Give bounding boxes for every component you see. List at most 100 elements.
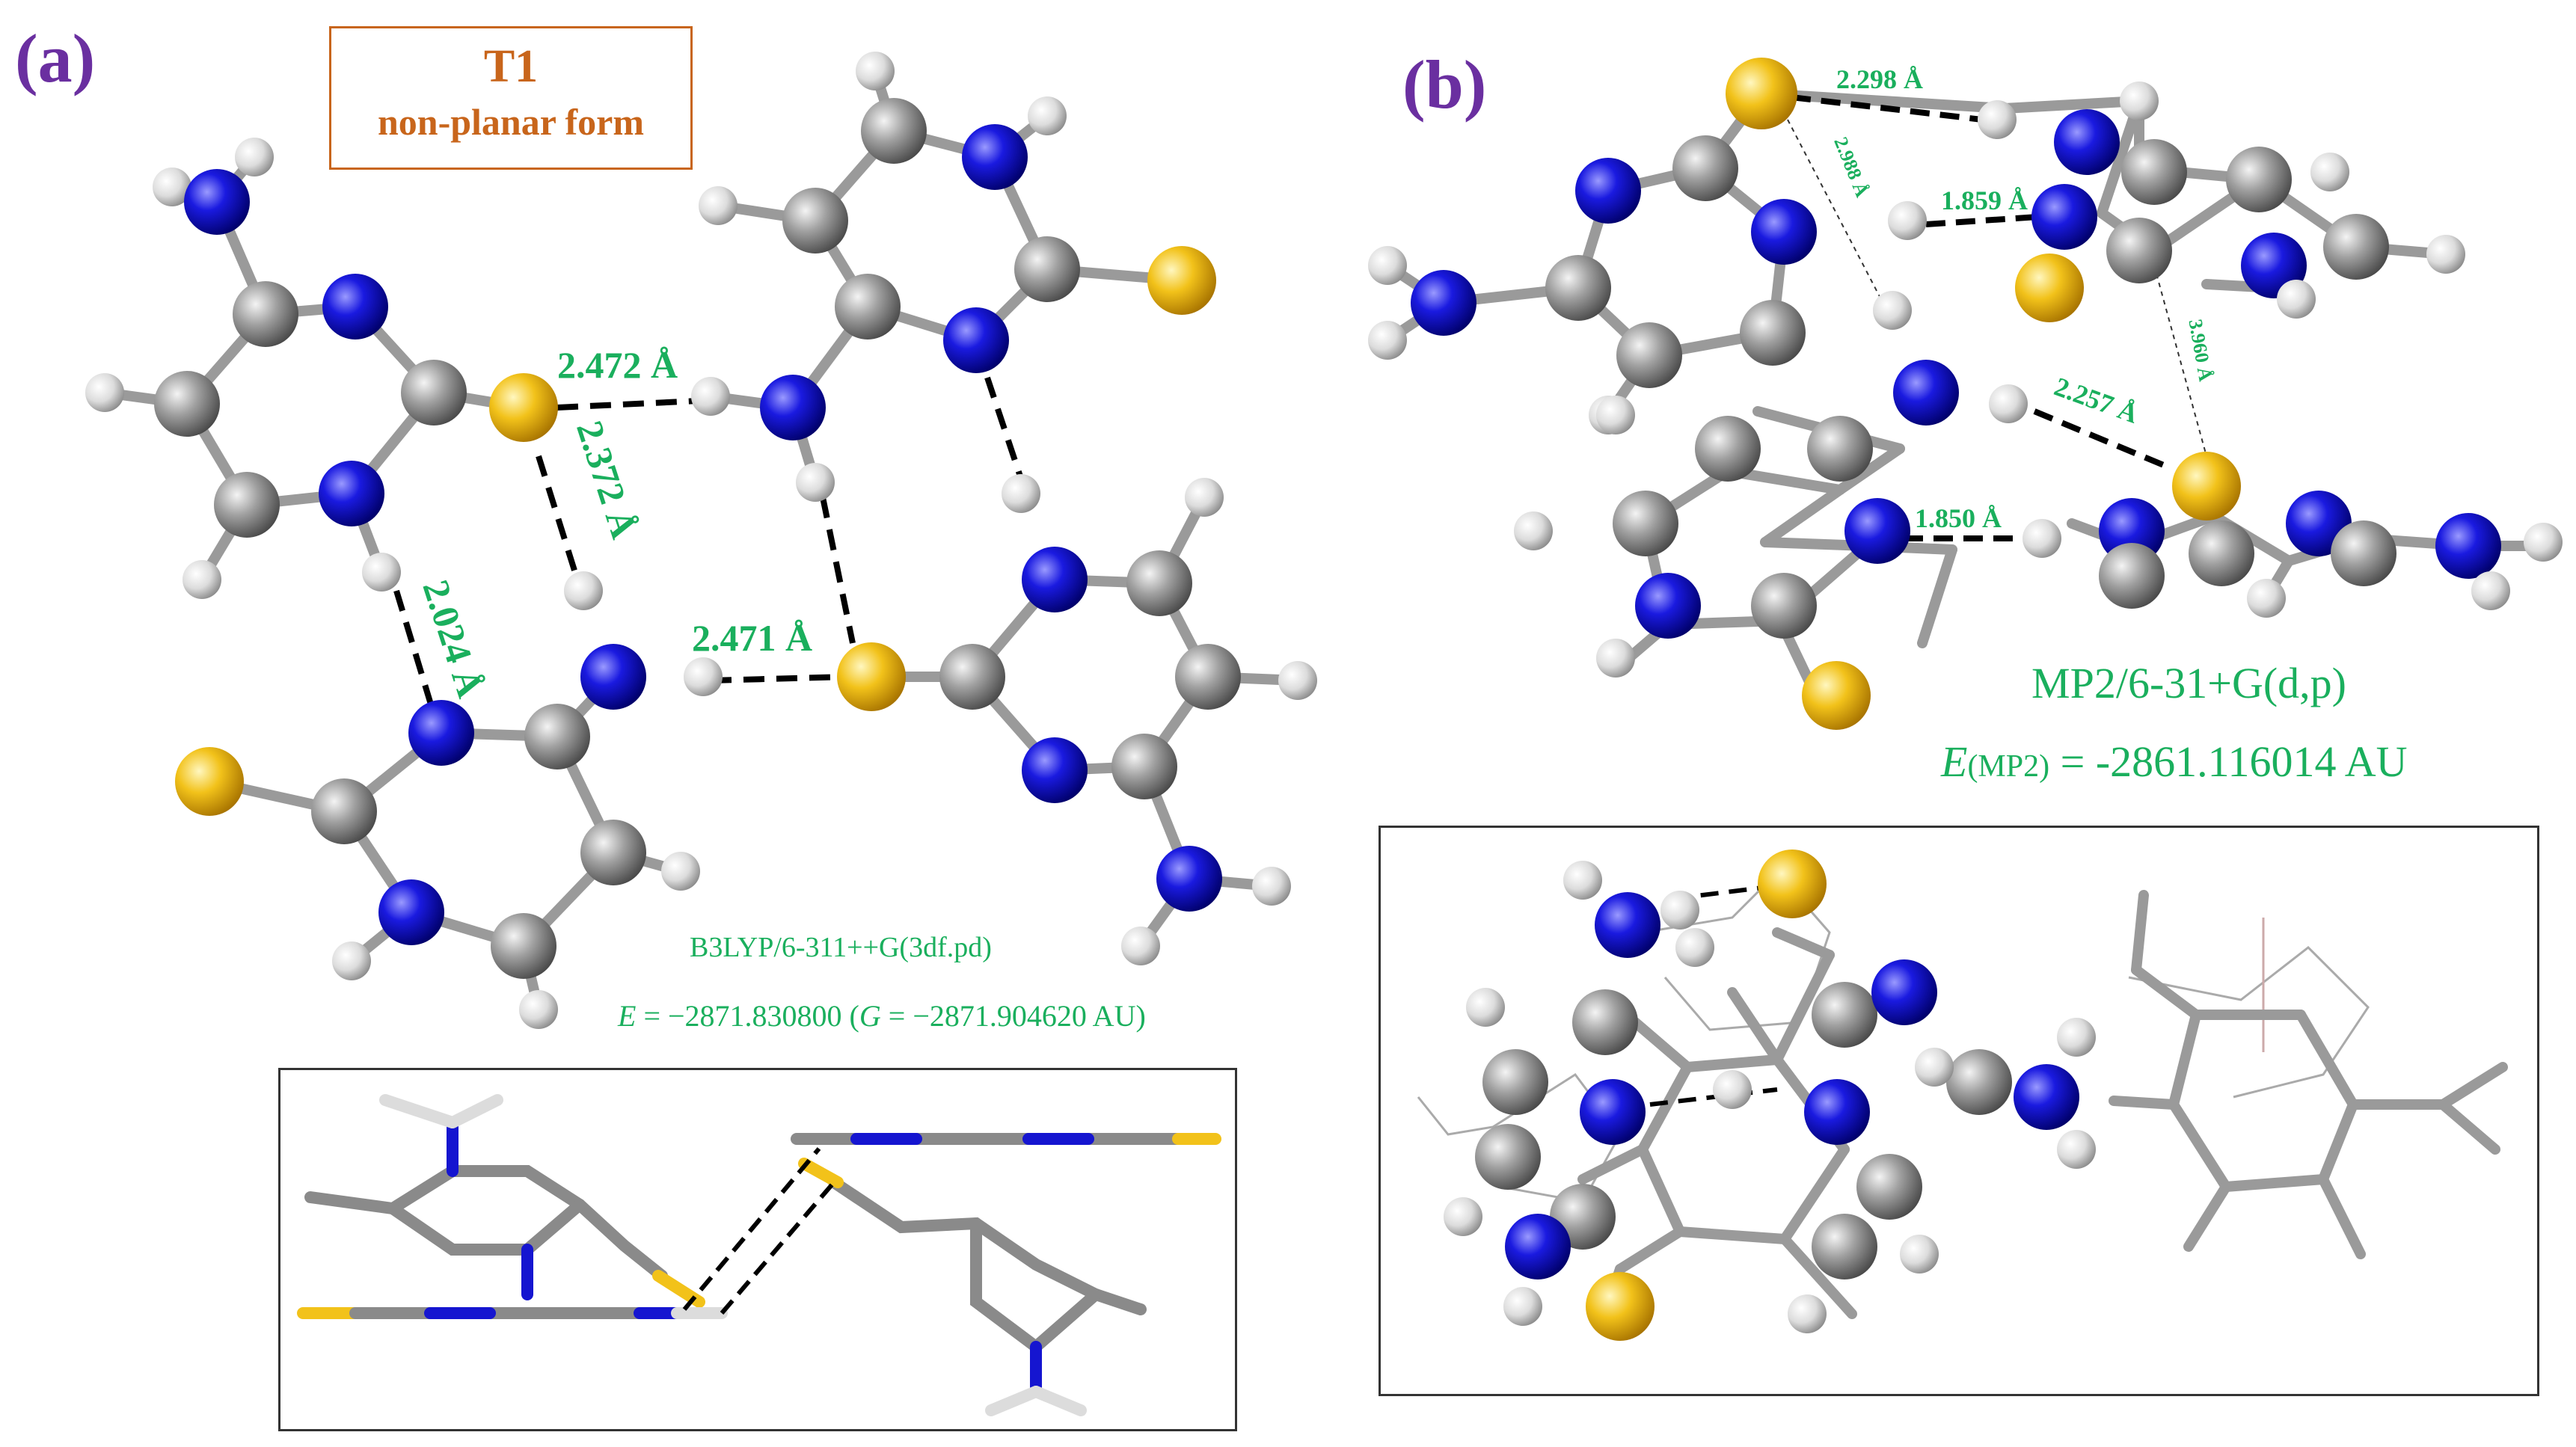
sulfur-atom [175,747,244,816]
hydrogen-atom [1788,1294,1827,1333]
hydrogen-atom [2057,1130,2096,1169]
top-view-drawing [1417,850,2508,1341]
distance-label-b4: 2.257 Å [2050,372,2142,429]
carbon-atom [1616,322,1682,388]
hydrogen-atom [2310,153,2349,191]
hydrogen-atom [1028,96,1067,135]
hydrogen-atom [684,657,723,696]
distance-label-a2: 2.372 Å [568,416,645,544]
carbon-atom [1812,1214,1877,1279]
carbon-atom [154,371,220,437]
hydrogen-atom [235,138,274,176]
nitrogen-atom [378,879,444,945]
hydrogen-atom [2120,82,2159,120]
carbon-atom [2226,147,2292,212]
panel-a-label: (a) [15,20,96,96]
nitrogen-atom [1871,959,1937,1025]
hydrogen-atom [1503,1287,1542,1326]
nitrogen-atom [962,124,1028,190]
hydrogen-atom [1563,861,1602,900]
hydrogen-atom [796,463,835,502]
panel-a-atoms [85,52,1317,1029]
carbon-atom [835,274,901,340]
free-energy-value: = −2871.904620 AU) [880,999,1146,1033]
energy-symbol-b: E [1941,737,1968,786]
hydrogen-atom [1978,100,2017,139]
sulfur-atom [489,373,558,442]
distance-label-a1: 2.472 Å [557,344,678,386]
distance-label-b2: 2.988 Å [1830,134,1873,200]
distance-label-b3: 1.859 Å [1941,185,2028,215]
carbon-atom [2099,543,2165,609]
hydrogen-atom [1660,891,1699,930]
hydrogen-atom [1444,1197,1482,1236]
carbon-atom [2189,520,2254,586]
nitrogen-atom [1893,360,1959,426]
panel-b-atoms [1368,58,2563,730]
hydrogen-atom [1989,384,2028,423]
nitrogen-atom [1635,573,1701,639]
panel-b-hbonds [1791,94,2171,541]
hydrogen-atom [564,571,603,610]
carbon-atom [1014,236,1080,302]
energy-label-a: E = −2871.830800 (G = −2871.904620 AU) [618,998,1146,1033]
hydrogen-atom [519,990,558,1029]
carbon-atom [491,913,556,979]
carbon-atom [1572,989,1638,1055]
sulfur-atom [2172,452,2241,520]
hydrogen-atom [1713,1070,1752,1109]
nitrogen-atom [760,375,826,440]
energy-value-a: = −2871.830800 ( [636,999,859,1033]
energy-subscript-b: (MP2) [1967,749,2050,784]
nitrogen-atom [2031,184,2097,250]
hydrogen-atom [183,560,221,599]
hydrogen-atom [2426,235,2465,274]
nitrogen-atom [1022,737,1088,803]
nitrogen-atom [1411,270,1476,336]
carbon-atom [524,704,590,769]
method-label-a: B3LYP/6-311++G(3df.pd) [690,932,992,963]
carbon-atom [1545,255,1611,321]
side-view-inset [278,1068,1237,1431]
carbon-atom [861,98,927,164]
carbon-atom [782,188,848,254]
hydrogen-atom [1514,511,1553,550]
side-view-drawing [297,1094,1221,1416]
hydrogen-atom [699,186,737,225]
nitrogen-atom [1022,547,1088,612]
nitrogen-atom [322,274,388,340]
hydrogen-atom [153,168,191,206]
carbon-atom [1482,1049,1548,1115]
distance-label-b5: 3.960 Å [2184,318,2216,384]
carbon-atom [1807,416,1873,482]
free-energy-symbol: G [859,999,881,1033]
nitrogen-atom [319,461,384,526]
hydrogen-atom [2471,571,2510,610]
carbon-atom [1946,1049,2012,1115]
top-view-inset [1379,826,2539,1396]
carbon-atom [311,778,377,844]
nitrogen-atom [1751,199,1817,265]
carbon-atom [2323,214,2389,280]
hydrogen-atom [2277,280,2316,319]
sulfur-atom [837,642,906,711]
hydrogen-atom [1900,1235,1939,1274]
hydrogen-atom [1002,474,1040,513]
carbon-atom [233,281,298,347]
carbon-atom [2331,520,2396,586]
hydrogen-atom [1915,1048,1954,1087]
sulfur-atom [2015,254,2084,322]
carbon-atom [1740,300,1806,366]
sulfur-atom [1726,58,1797,129]
nitrogen-atom [1804,1079,1870,1145]
carbon-atom [2121,139,2187,205]
method-label-b: MP2/6-31+G(d,p) [2031,659,2346,707]
carbon-atom [401,360,467,426]
hydrogen-atom [1596,396,1635,434]
hydrogen-atom [1675,928,1714,967]
carbon-atom [1175,644,1241,710]
nitrogen-atom [1156,846,1222,912]
distance-label-a4: 2.471 Å [692,617,812,659]
energy-value-b: = -2861.116014 AU [2049,737,2408,786]
